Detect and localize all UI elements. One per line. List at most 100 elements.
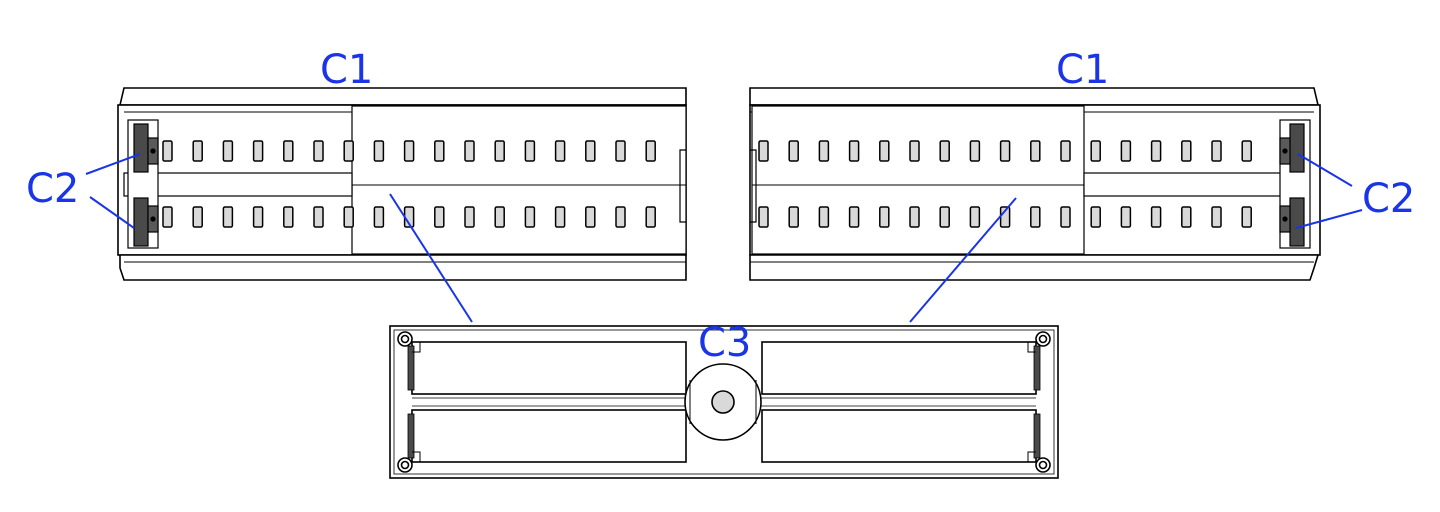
right-rail-slot: [1090, 140, 1101, 162]
right-rail-slot: [1060, 140, 1071, 162]
right-rail-slot: [848, 140, 860, 162]
right-rail-slot: [1241, 140, 1252, 162]
left-rail-slot: [343, 140, 354, 162]
right-rail-slot: [1150, 206, 1162, 228]
leader-c3-left: [389, 193, 473, 323]
left-rail-slot: [313, 206, 324, 228]
label-c2-right: C2: [1362, 176, 1415, 222]
left-rail-slot: [464, 140, 475, 162]
left-clip-bar-lower: [133, 197, 149, 247]
right-rail-end-notch: [750, 149, 757, 223]
left-rail-slot: [645, 140, 656, 162]
left-rail-slot: [373, 206, 385, 228]
left-rail-slot: [524, 206, 536, 228]
right-rail-slot: [1090, 206, 1101, 228]
right-rail-slot: [1030, 206, 1041, 228]
leader-c2-right-upper: [1297, 153, 1353, 187]
right-rail-slot: [969, 140, 981, 162]
right-clip-bar-lower: [1289, 197, 1305, 247]
right-rail-slot: [848, 206, 860, 228]
right-clip-pin-lower: [1282, 216, 1288, 222]
left-rail-slot: [615, 206, 626, 228]
right-rail-slot: [758, 140, 769, 162]
leader-c2-left-lower: [89, 196, 135, 229]
right-rail-slot: [788, 140, 799, 162]
right-clip: [1279, 119, 1311, 249]
pocket-wall-tr: [1033, 345, 1041, 391]
screw-bottom-right-core: [1038, 460, 1048, 470]
right-rail-slot: [1211, 140, 1222, 162]
leader-lines: [85, 153, 1363, 323]
pocket-step-tl: [412, 342, 421, 353]
screw-top-left-core: [400, 334, 410, 344]
right-rail-slot: [1211, 206, 1222, 228]
pocket-top-right: [761, 341, 1037, 395]
left-rail-slot: [494, 140, 505, 162]
hub-pin: [711, 390, 735, 414]
right-rail-slot: [1181, 140, 1192, 162]
right-rail-slot: [818, 140, 830, 162]
left-rail-channel-bar: [123, 172, 353, 197]
screw-bottom-left-core: [400, 460, 410, 470]
label-c1-right: C1: [1056, 47, 1109, 93]
base-plate: [389, 325, 1059, 479]
left-rail-slot: [554, 206, 566, 228]
right-rail: [749, 87, 1321, 281]
pocket-step-bl: [412, 451, 421, 462]
right-rail-slot: [909, 140, 920, 162]
pocket-wall-tl: [407, 345, 415, 391]
right-rail-slot: [758, 206, 769, 228]
label-c1-left: C1: [320, 47, 373, 93]
left-clip-pin-upper: [150, 148, 156, 154]
left-rail-slot: [615, 140, 626, 162]
left-rail-slot: [192, 206, 203, 228]
pocket-wall-bl: [407, 413, 415, 459]
left-rail-slot: [252, 206, 264, 228]
left-rail-top-lip: [118, 87, 687, 106]
pocket-step-tr: [1027, 342, 1036, 353]
pocket-bottom-left: [411, 409, 687, 463]
left-rail-slider-plate: [351, 105, 687, 255]
right-rail-slot: [818, 206, 830, 228]
right-rail-slot: [1120, 140, 1132, 162]
right-rail-bottom-lip: [749, 254, 1320, 281]
left-rail-slot: [283, 140, 294, 162]
left-rail-slot: [494, 206, 505, 228]
right-rail-top-lip: [749, 87, 1320, 106]
left-rail-slot: [192, 140, 203, 162]
left-clip: [127, 119, 159, 249]
pocket-wall-br: [1033, 413, 1041, 459]
left-rail-slot: [252, 140, 264, 162]
pocket-step-br: [1027, 451, 1036, 462]
left-rail-slot: [464, 206, 475, 228]
screw-top-right-core: [1038, 334, 1048, 344]
left-rail-slot: [343, 206, 354, 228]
right-rail-slot: [1241, 206, 1252, 228]
right-rail-slot: [879, 206, 890, 228]
label-c3: C3: [698, 320, 751, 366]
left-rail-slot: [645, 206, 656, 228]
left-rail-slot: [313, 140, 324, 162]
left-rail-slot: [373, 140, 385, 162]
right-rail-slot: [1030, 140, 1041, 162]
left-rail-slot: [162, 206, 173, 228]
leader-c2-left-upper: [85, 153, 141, 175]
left-rail-slot: [222, 140, 234, 162]
right-clip-bar-upper: [1289, 123, 1305, 173]
left-rail-slot: [283, 206, 294, 228]
leader-c2-right-lower: [1295, 209, 1363, 229]
label-c2-left: C2: [26, 166, 79, 212]
right-rail-slots: [758, 140, 1252, 228]
right-rail-channel-bar: [1083, 172, 1307, 197]
right-rail-slot: [969, 206, 981, 228]
left-rail: [117, 87, 687, 281]
leader-c3-right: [909, 197, 1017, 323]
left-rail-slot: [403, 140, 415, 162]
left-rail-slot: [222, 206, 234, 228]
pocket-top-left: [411, 341, 687, 395]
left-clip-pin-lower: [150, 216, 156, 222]
left-rail-slot: [554, 140, 566, 162]
left-rail-slot: [434, 206, 445, 228]
